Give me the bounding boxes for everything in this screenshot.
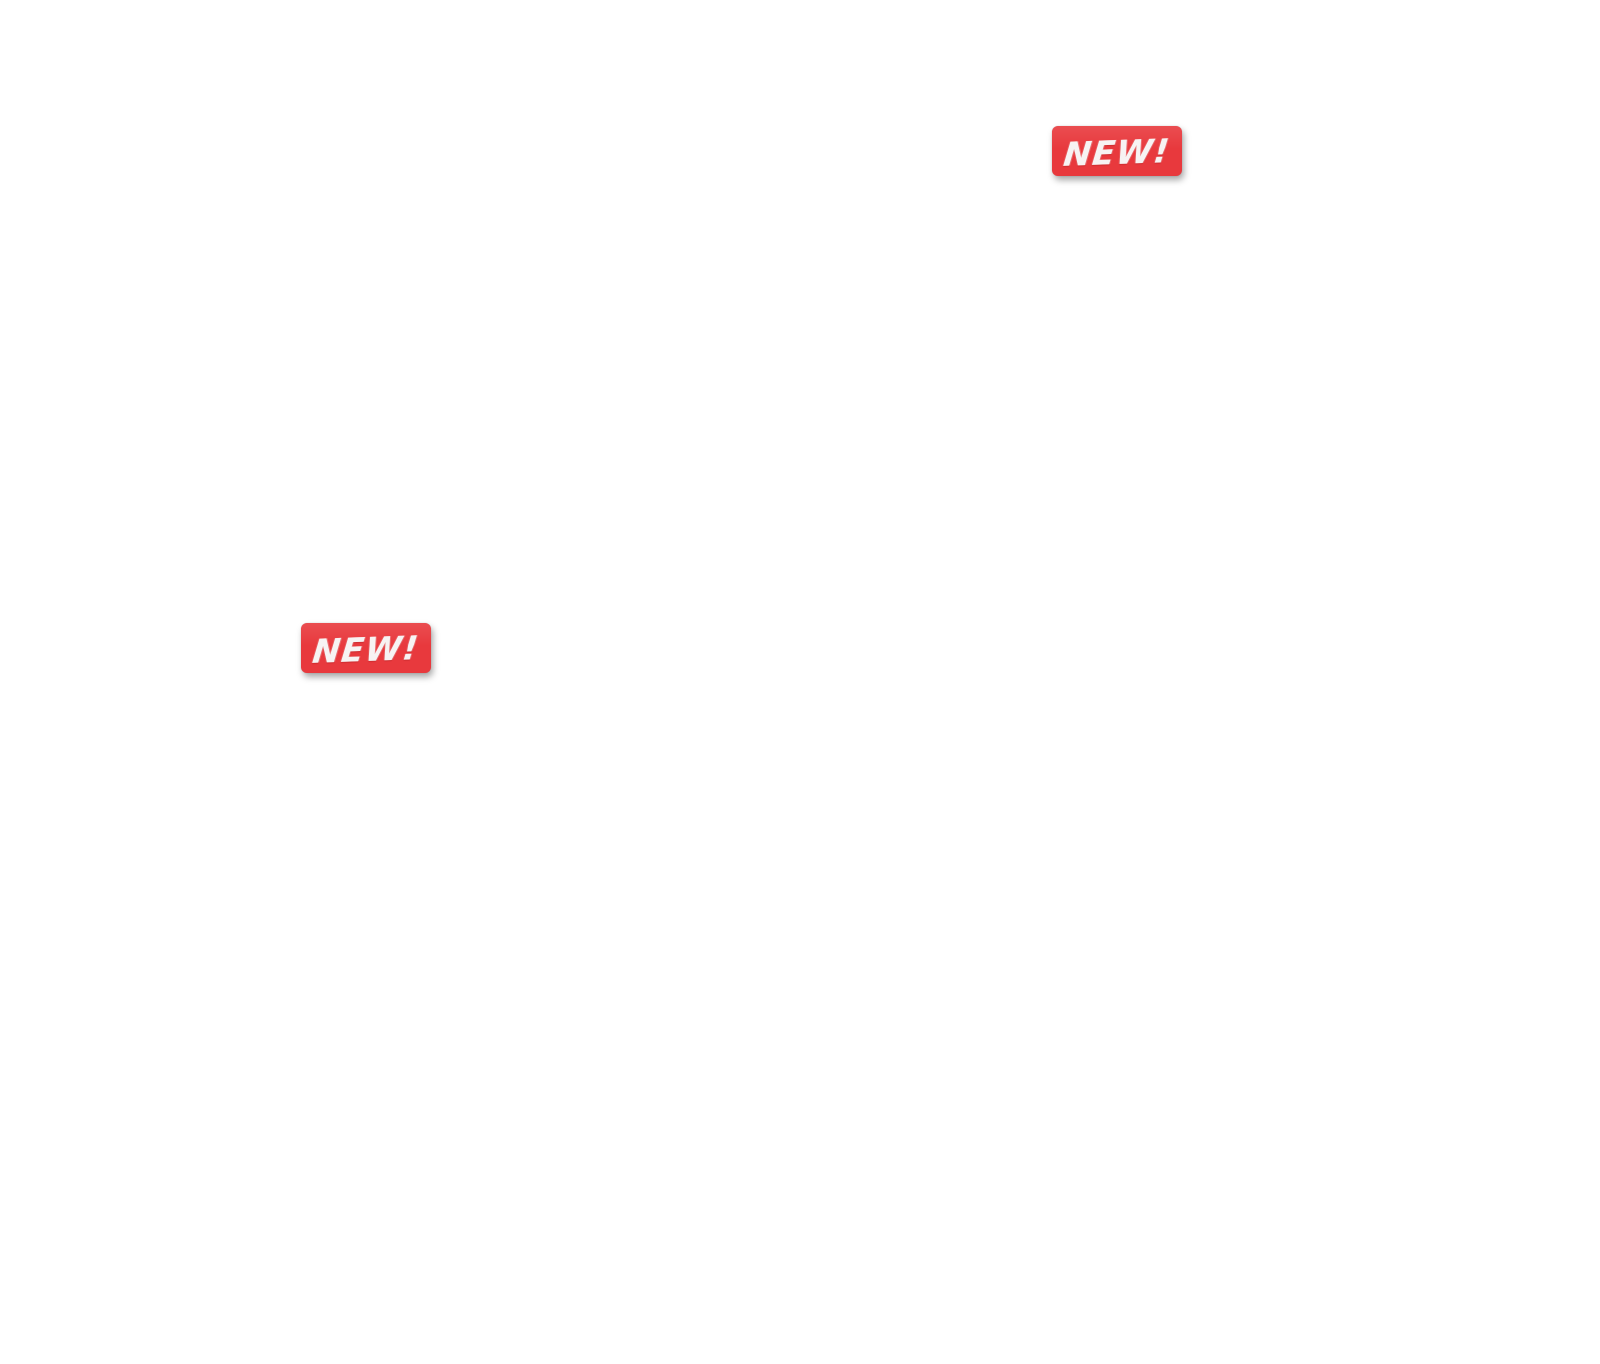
new-badge-middle: NEW! <box>301 623 431 673</box>
new-badge-label: NEW! <box>310 627 422 671</box>
new-badge-top: NEW! <box>1052 126 1182 176</box>
new-badge-label: NEW! <box>1061 130 1173 174</box>
